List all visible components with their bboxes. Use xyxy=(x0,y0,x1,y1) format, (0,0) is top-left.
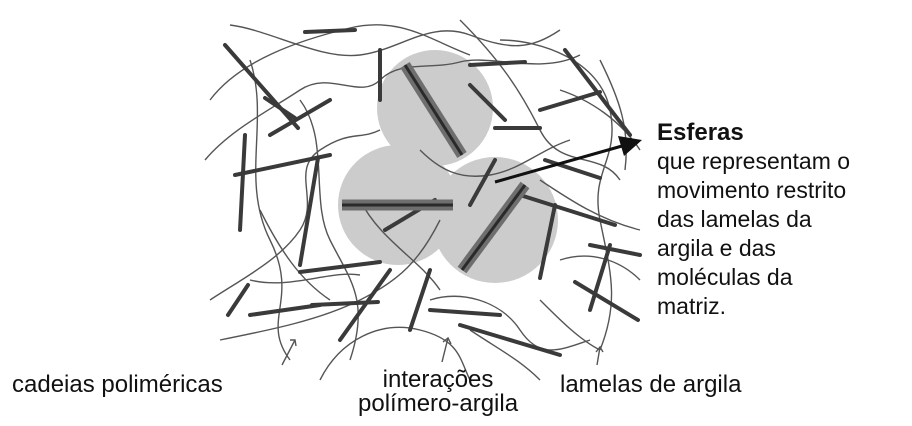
arrow-head-icon xyxy=(618,136,642,156)
legend-line: moléculas da xyxy=(657,264,793,290)
legend-line: das lamelas da xyxy=(657,206,812,232)
label-interactions-line1: interações xyxy=(382,366,494,393)
sphere-legend: Esferas que representam o movimento rest… xyxy=(657,118,850,321)
legend-title: Esferas xyxy=(657,119,744,146)
label-pointers xyxy=(281,336,604,366)
sphere-arrow xyxy=(494,136,642,184)
legend-line: movimento restrito xyxy=(657,177,847,203)
label-clay-lamellae: lamelas de argila xyxy=(560,371,742,398)
legend-line: argila e das xyxy=(657,235,776,261)
confined-lamellae-core xyxy=(342,64,527,271)
label-polymer-chains: cadeias poliméricas xyxy=(12,371,223,398)
legend-line: matriz. xyxy=(657,293,726,319)
clay-lamellae xyxy=(223,28,642,357)
legend-line: que representam o xyxy=(657,148,851,174)
spheres xyxy=(338,50,558,283)
label-interactions-line2: polímero-argila xyxy=(358,390,519,417)
label-polymer-clay-interactions: interações polímero-argila xyxy=(358,368,518,416)
